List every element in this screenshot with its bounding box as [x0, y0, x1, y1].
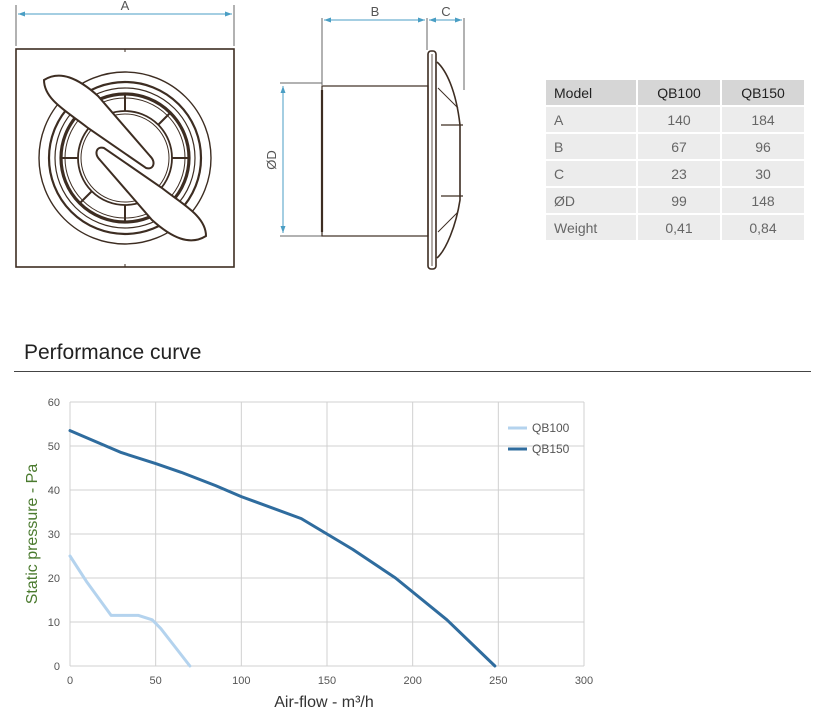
table-header-row: Model QB100 QB150 — [546, 80, 804, 105]
dimension-a: A — [15, 0, 235, 46]
x-tick-label: 200 — [403, 675, 421, 687]
table-cell: 23 — [638, 161, 720, 186]
x-tick-label: 250 — [489, 675, 507, 687]
y-tick-label: 30 — [48, 529, 60, 541]
table-cell: A — [546, 107, 636, 132]
table-header-cell: QB100 — [638, 80, 720, 105]
y-tick-label: 10 — [48, 617, 60, 629]
x-tick-labels: 0 50 100 150 200 250 300 — [67, 675, 593, 687]
table-cell: C — [546, 161, 636, 186]
series-line-qb100 — [68, 554, 192, 668]
legend-label: QB100 — [532, 421, 570, 435]
dimension-d-label: ØD — [264, 150, 279, 170]
x-tick-label: 0 — [67, 675, 73, 687]
dimension-d: ØD — [264, 82, 322, 237]
table-cell: 140 — [638, 107, 720, 132]
technical-drawings: A B — [15, 0, 465, 270]
y-tick-label: 60 — [48, 397, 60, 409]
y-tick-label: 50 — [48, 441, 60, 453]
y-tick-labels: 0 10 20 30 40 50 60 — [48, 397, 60, 673]
table-cell: 148 — [722, 188, 804, 213]
legend-label: QB150 — [532, 442, 570, 456]
front-view-drawing — [15, 48, 235, 268]
series-line-qb150 — [68, 429, 497, 668]
x-tick-label: 150 — [318, 675, 336, 687]
table-row: Weight 0,41 0,84 — [546, 215, 804, 240]
y-tick-label: 0 — [54, 661, 60, 673]
table-header-cell: Model — [546, 80, 636, 105]
x-tick-label: 100 — [232, 675, 250, 687]
table-cell: 0,41 — [638, 215, 720, 240]
table-cell: 0,84 — [722, 215, 804, 240]
x-tick-label: 50 — [150, 675, 162, 687]
dimension-c-label: C — [441, 4, 450, 19]
specifications-table: Model QB100 QB150 A 140 184 B 67 96 C 23… — [544, 78, 806, 242]
table-cell: B — [546, 134, 636, 159]
table-cell: 96 — [722, 134, 804, 159]
table-row: C 23 30 — [546, 161, 804, 186]
side-view-drawing — [320, 50, 463, 270]
dimension-c: C — [429, 4, 465, 90]
dimension-b-label: B — [371, 4, 380, 19]
y-tick-label: 20 — [48, 573, 60, 585]
dimension-a-label: A — [121, 0, 130, 13]
table-row: A 140 184 — [546, 107, 804, 132]
y-tick-label: 40 — [48, 485, 60, 497]
chart-series — [68, 429, 497, 668]
table-cell: Weight — [546, 215, 636, 240]
section-title: Performance curve — [24, 341, 202, 364]
table-row: B 67 96 — [546, 134, 804, 159]
table-row: ØD 99 148 — [546, 188, 804, 213]
y-axis-label: Static pressure - Pa — [24, 464, 41, 605]
table-header-cell: QB150 — [722, 80, 804, 105]
table-cell: 30 — [722, 161, 804, 186]
x-axis-label: Air-flow - m³/h — [274, 694, 374, 711]
dimension-b: B — [321, 4, 428, 85]
table-cell: 67 — [638, 134, 720, 159]
table-cell: 184 — [722, 107, 804, 132]
x-tick-label: 300 — [575, 675, 593, 687]
title-divider — [14, 371, 811, 372]
table-cell: ØD — [546, 188, 636, 213]
table-cell: 99 — [638, 188, 720, 213]
